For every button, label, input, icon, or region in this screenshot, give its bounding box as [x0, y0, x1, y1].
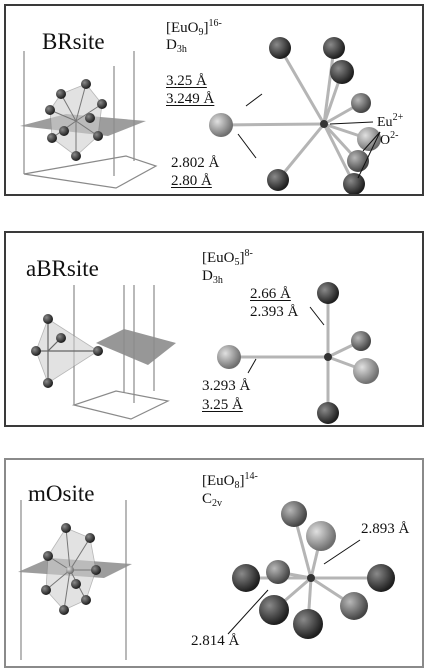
distance-label: 2.893 Å: [361, 521, 410, 537]
distance-label: 3.25 Å: [166, 73, 207, 89]
oxygen-atom: [281, 501, 307, 527]
eu-o5-molecule: [217, 282, 379, 424]
label-leaders: [227, 539, 361, 635]
distance-label: 3.25 Å: [202, 397, 243, 413]
distance-label: 2.66 Å: [250, 286, 291, 302]
panel-brsite: BRsite: [4, 4, 424, 196]
eu-o8-molecule: [232, 501, 395, 639]
oxygen-atom: [259, 595, 289, 625]
oxygen-atom: [232, 564, 260, 592]
distance-label: 2.393 Å: [250, 304, 299, 320]
oxygen-atom: [357, 127, 381, 151]
oxygen-atom: [267, 169, 289, 191]
distance-label: 3.293 Å: [202, 378, 251, 394]
oxygen-atom: [293, 609, 323, 639]
distance-label: 2.814 Å: [191, 633, 240, 649]
oxygen-atom: [330, 60, 354, 84]
mosite-diagram: [18, 500, 395, 660]
oxygen-atom: [306, 521, 336, 551]
oxygen-atom: [317, 282, 339, 304]
oxygen-atom: [266, 560, 290, 584]
distance-label: 2.802 Å: [171, 155, 220, 171]
panel-abrsite: aBRsite: [4, 231, 424, 427]
distance-label: 3.249 Å: [166, 91, 215, 107]
europium-atom: [320, 120, 328, 128]
o-label: O2-: [380, 130, 399, 148]
oxygen-atom: [209, 113, 233, 137]
abrsite-diagram: [31, 282, 379, 424]
oxygen-atom: [217, 345, 241, 369]
site-label: aBRsite: [26, 256, 99, 281]
formula: [EuO8]14-: [202, 471, 258, 491]
coordination-cluster: [41, 523, 101, 615]
distance-label: 2.80 Å: [171, 173, 212, 189]
oxygen-atom: [323, 37, 345, 59]
brsite-diagram: [20, 37, 381, 194]
oxygen-atom: [353, 358, 379, 384]
point-group: D3h: [166, 37, 187, 55]
eu-o9-molecule: [209, 37, 381, 194]
oxygen-atom: [269, 37, 291, 59]
oxygen-atom: [367, 564, 395, 592]
label-leaders: [247, 306, 325, 374]
panel-mosite: mOsite: [4, 458, 424, 668]
oxygen-atom: [343, 173, 365, 194]
europium-atom: [307, 574, 315, 582]
unit-cell-frame: [20, 500, 127, 660]
coordination-cluster: [45, 79, 107, 161]
oxygen-atom: [340, 592, 368, 620]
formula: [EuO9]16-: [166, 18, 222, 38]
oxygen-atom: [351, 93, 371, 113]
mirror-plane: [96, 329, 176, 365]
point-group: D3h: [202, 268, 223, 286]
site-label: BRsite: [42, 29, 105, 54]
europium-atom: [324, 353, 332, 361]
formula: [EuO5]8-: [202, 248, 253, 268]
eu-label: Eu2+: [377, 112, 404, 130]
oxygen-atom: [317, 402, 339, 424]
coordination-cluster: [31, 314, 103, 388]
oxygen-atom: [351, 331, 371, 351]
point-group: C2v: [202, 491, 223, 509]
label-leaders: [237, 93, 381, 179]
site-label: mOsite: [28, 481, 95, 506]
